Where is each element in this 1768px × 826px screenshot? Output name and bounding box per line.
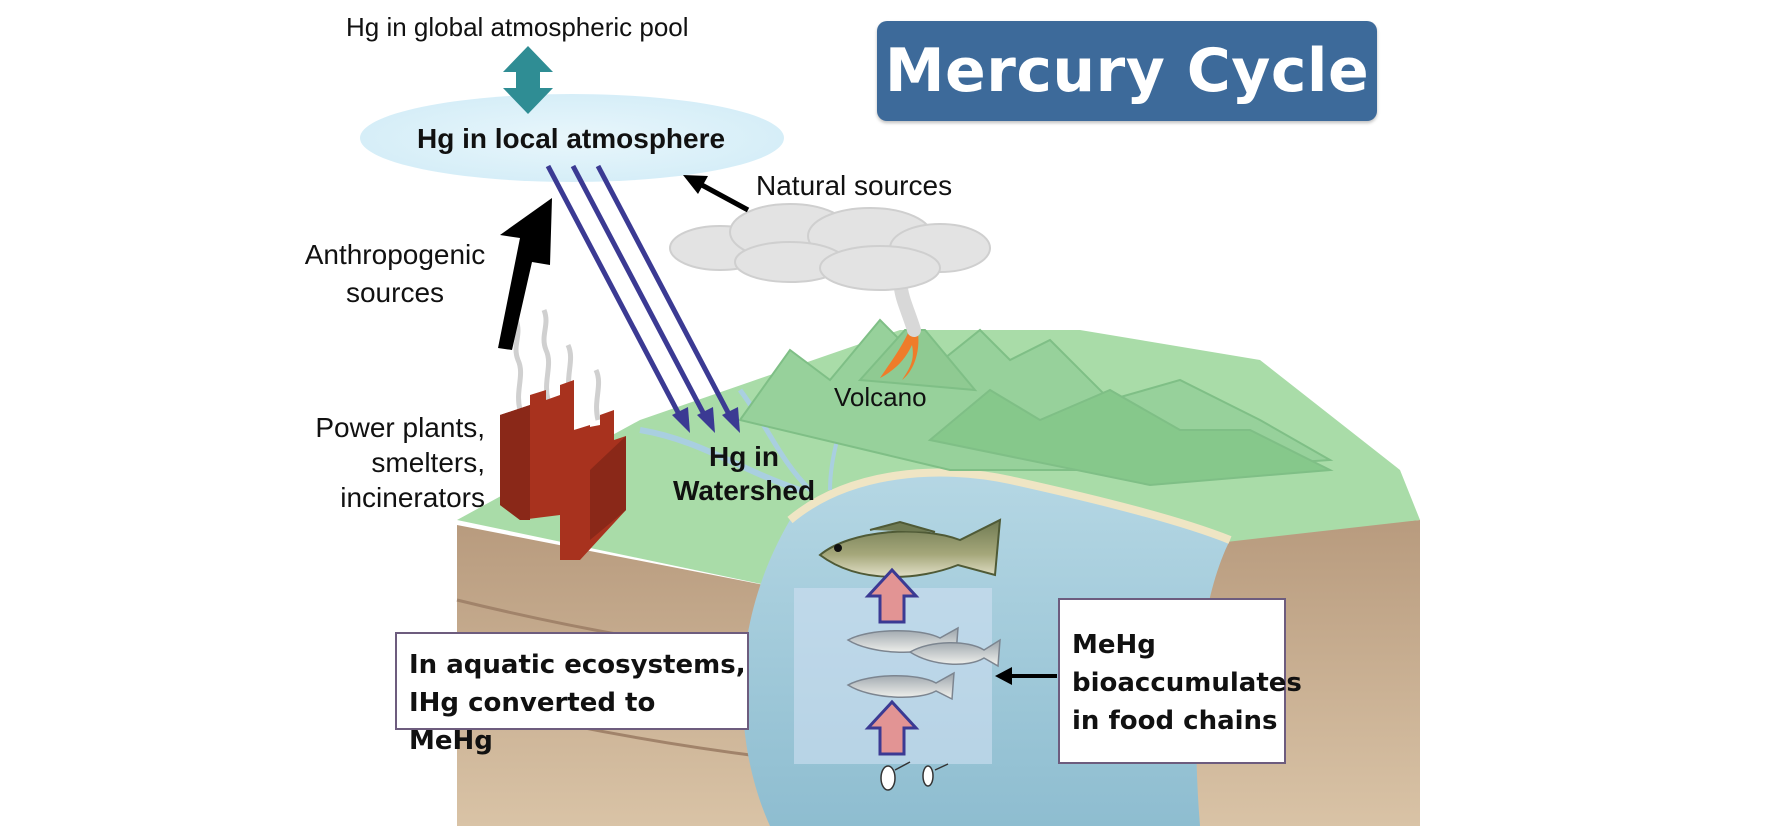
anthropogenic-line-1: Anthropogenic [304, 239, 486, 270]
volcano-label: Volcano [834, 382, 927, 412]
aquatic-line-2: IHg converted to MeHg [409, 688, 656, 756]
power-line-3: incinerators [340, 482, 485, 513]
power-line-2: smelters, [371, 447, 485, 478]
global-pool-label: Hg in global atmospheric pool [346, 12, 689, 42]
deposition-arrows-icon [545, 164, 740, 433]
bioaccum-line-1: MeHg [1072, 630, 1156, 660]
local-atmosphere-label: Hg in local atmosphere [417, 123, 726, 154]
natural-sources-arrow-icon [683, 175, 750, 213]
power-line-1: Power plants, [315, 412, 485, 443]
watershed-line-2: Watershed [672, 475, 816, 506]
title-banner: Mercury Cycle [877, 21, 1377, 121]
watershed-line-1: Hg in [709, 441, 779, 472]
exchange-double-arrow-icon [503, 46, 553, 114]
anthropogenic-sources-label: Anthropogenic sources [302, 236, 488, 312]
plankton [880, 761, 949, 791]
anthropogenic-arrow-icon [498, 198, 552, 350]
watershed-label: Hg in Watershed [664, 440, 824, 508]
aquatic-conversion-box: In aquatic ecosystems, IHg converted to … [395, 632, 749, 756]
food-chain-arrows-icon [864, 567, 920, 756]
small-fish-school [846, 626, 1001, 701]
power-plants-label: Power plants, smelters, incinerators [288, 410, 485, 515]
bioaccumulate-pointer-arrow-icon [995, 667, 1057, 685]
volcanic-plume [669, 203, 991, 291]
factory-smokestacks [500, 309, 626, 560]
local-atmosphere-cloud [360, 94, 784, 182]
bioaccumulation-box: MeHg bioaccumulates in food chains [1058, 598, 1302, 764]
page-title: Mercury Cycle [884, 36, 1370, 106]
natural-sources-label: Natural sources [756, 170, 953, 201]
bioaccum-line-2: bioaccumulates [1072, 668, 1302, 698]
aquatic-line-1: In aquatic ecosystems, [409, 650, 746, 680]
bioaccum-line-3: in food chains [1072, 706, 1278, 736]
anthropogenic-line-2: sources [345, 277, 445, 308]
bass-fish [818, 518, 1002, 578]
